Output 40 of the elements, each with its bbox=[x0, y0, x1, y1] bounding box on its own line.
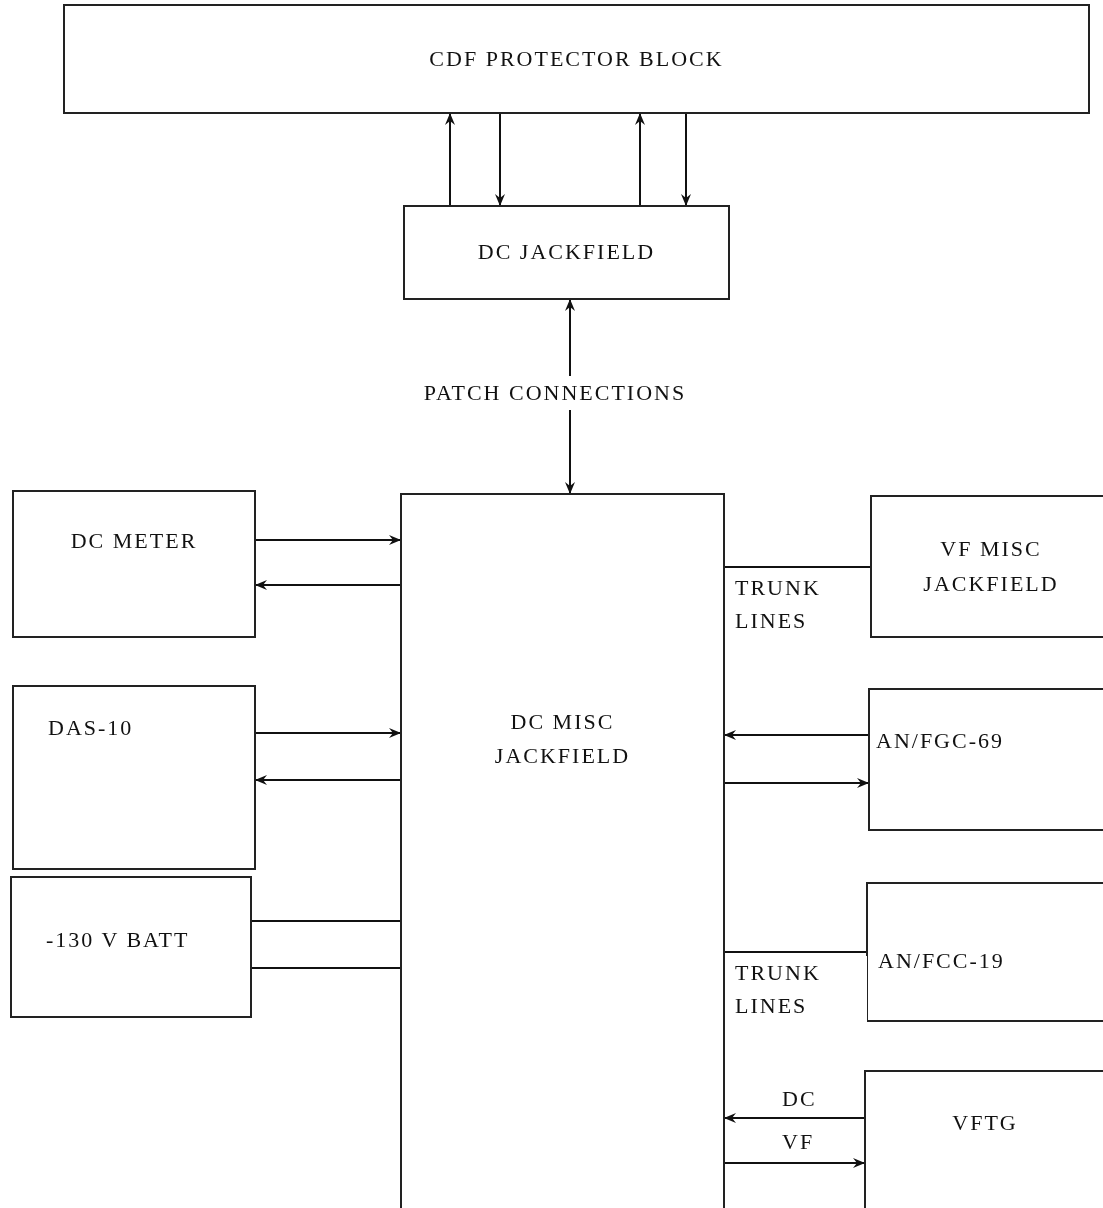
arrow bbox=[445, 113, 455, 206]
block-box bbox=[12, 490, 256, 638]
arrow bbox=[255, 728, 401, 738]
node-label: PATCH CONNECTIONS bbox=[423, 378, 687, 407]
node-label: -130 V BATT bbox=[46, 926, 190, 954]
arrow bbox=[724, 778, 869, 788]
arrow bbox=[565, 409, 575, 494]
arrow bbox=[681, 113, 691, 206]
block-box bbox=[12, 685, 256, 870]
block-box bbox=[866, 882, 1103, 1022]
block-box bbox=[10, 876, 252, 1018]
arrow bbox=[255, 580, 401, 590]
node-label: CDF PROTECTOR BLOCK bbox=[429, 44, 724, 73]
connector-line bbox=[724, 566, 871, 568]
connector-line bbox=[251, 967, 401, 969]
connector-line bbox=[251, 920, 401, 922]
block-box bbox=[400, 493, 725, 1208]
arrow bbox=[495, 113, 505, 206]
node-label: AN/FGC-69 bbox=[876, 727, 1004, 755]
arrow bbox=[255, 775, 401, 785]
node-label: DAS-10 bbox=[48, 714, 134, 742]
arrow bbox=[724, 1158, 865, 1168]
connector-line bbox=[724, 951, 867, 953]
node-label: DC MISC JACKFIELD bbox=[493, 708, 632, 771]
arrow bbox=[724, 730, 869, 740]
edge-label: TRUNK LINES bbox=[733, 956, 867, 1022]
node-label: VF MISC JACKFIELD bbox=[922, 535, 1060, 598]
block-box bbox=[870, 495, 1103, 638]
arrow bbox=[724, 1113, 865, 1123]
block-box bbox=[864, 1070, 1103, 1208]
node-label: DC JACKFIELD bbox=[477, 238, 656, 267]
node-label: VFTG bbox=[952, 1109, 1018, 1137]
block-box bbox=[403, 205, 730, 300]
block-box bbox=[868, 688, 1103, 831]
block-box bbox=[63, 4, 1090, 114]
arrow bbox=[255, 535, 401, 545]
node-label: DC METER bbox=[70, 527, 198, 555]
arrow bbox=[635, 113, 645, 206]
node-label: AN/FCC-19 bbox=[878, 947, 1005, 975]
arrow bbox=[565, 299, 575, 377]
